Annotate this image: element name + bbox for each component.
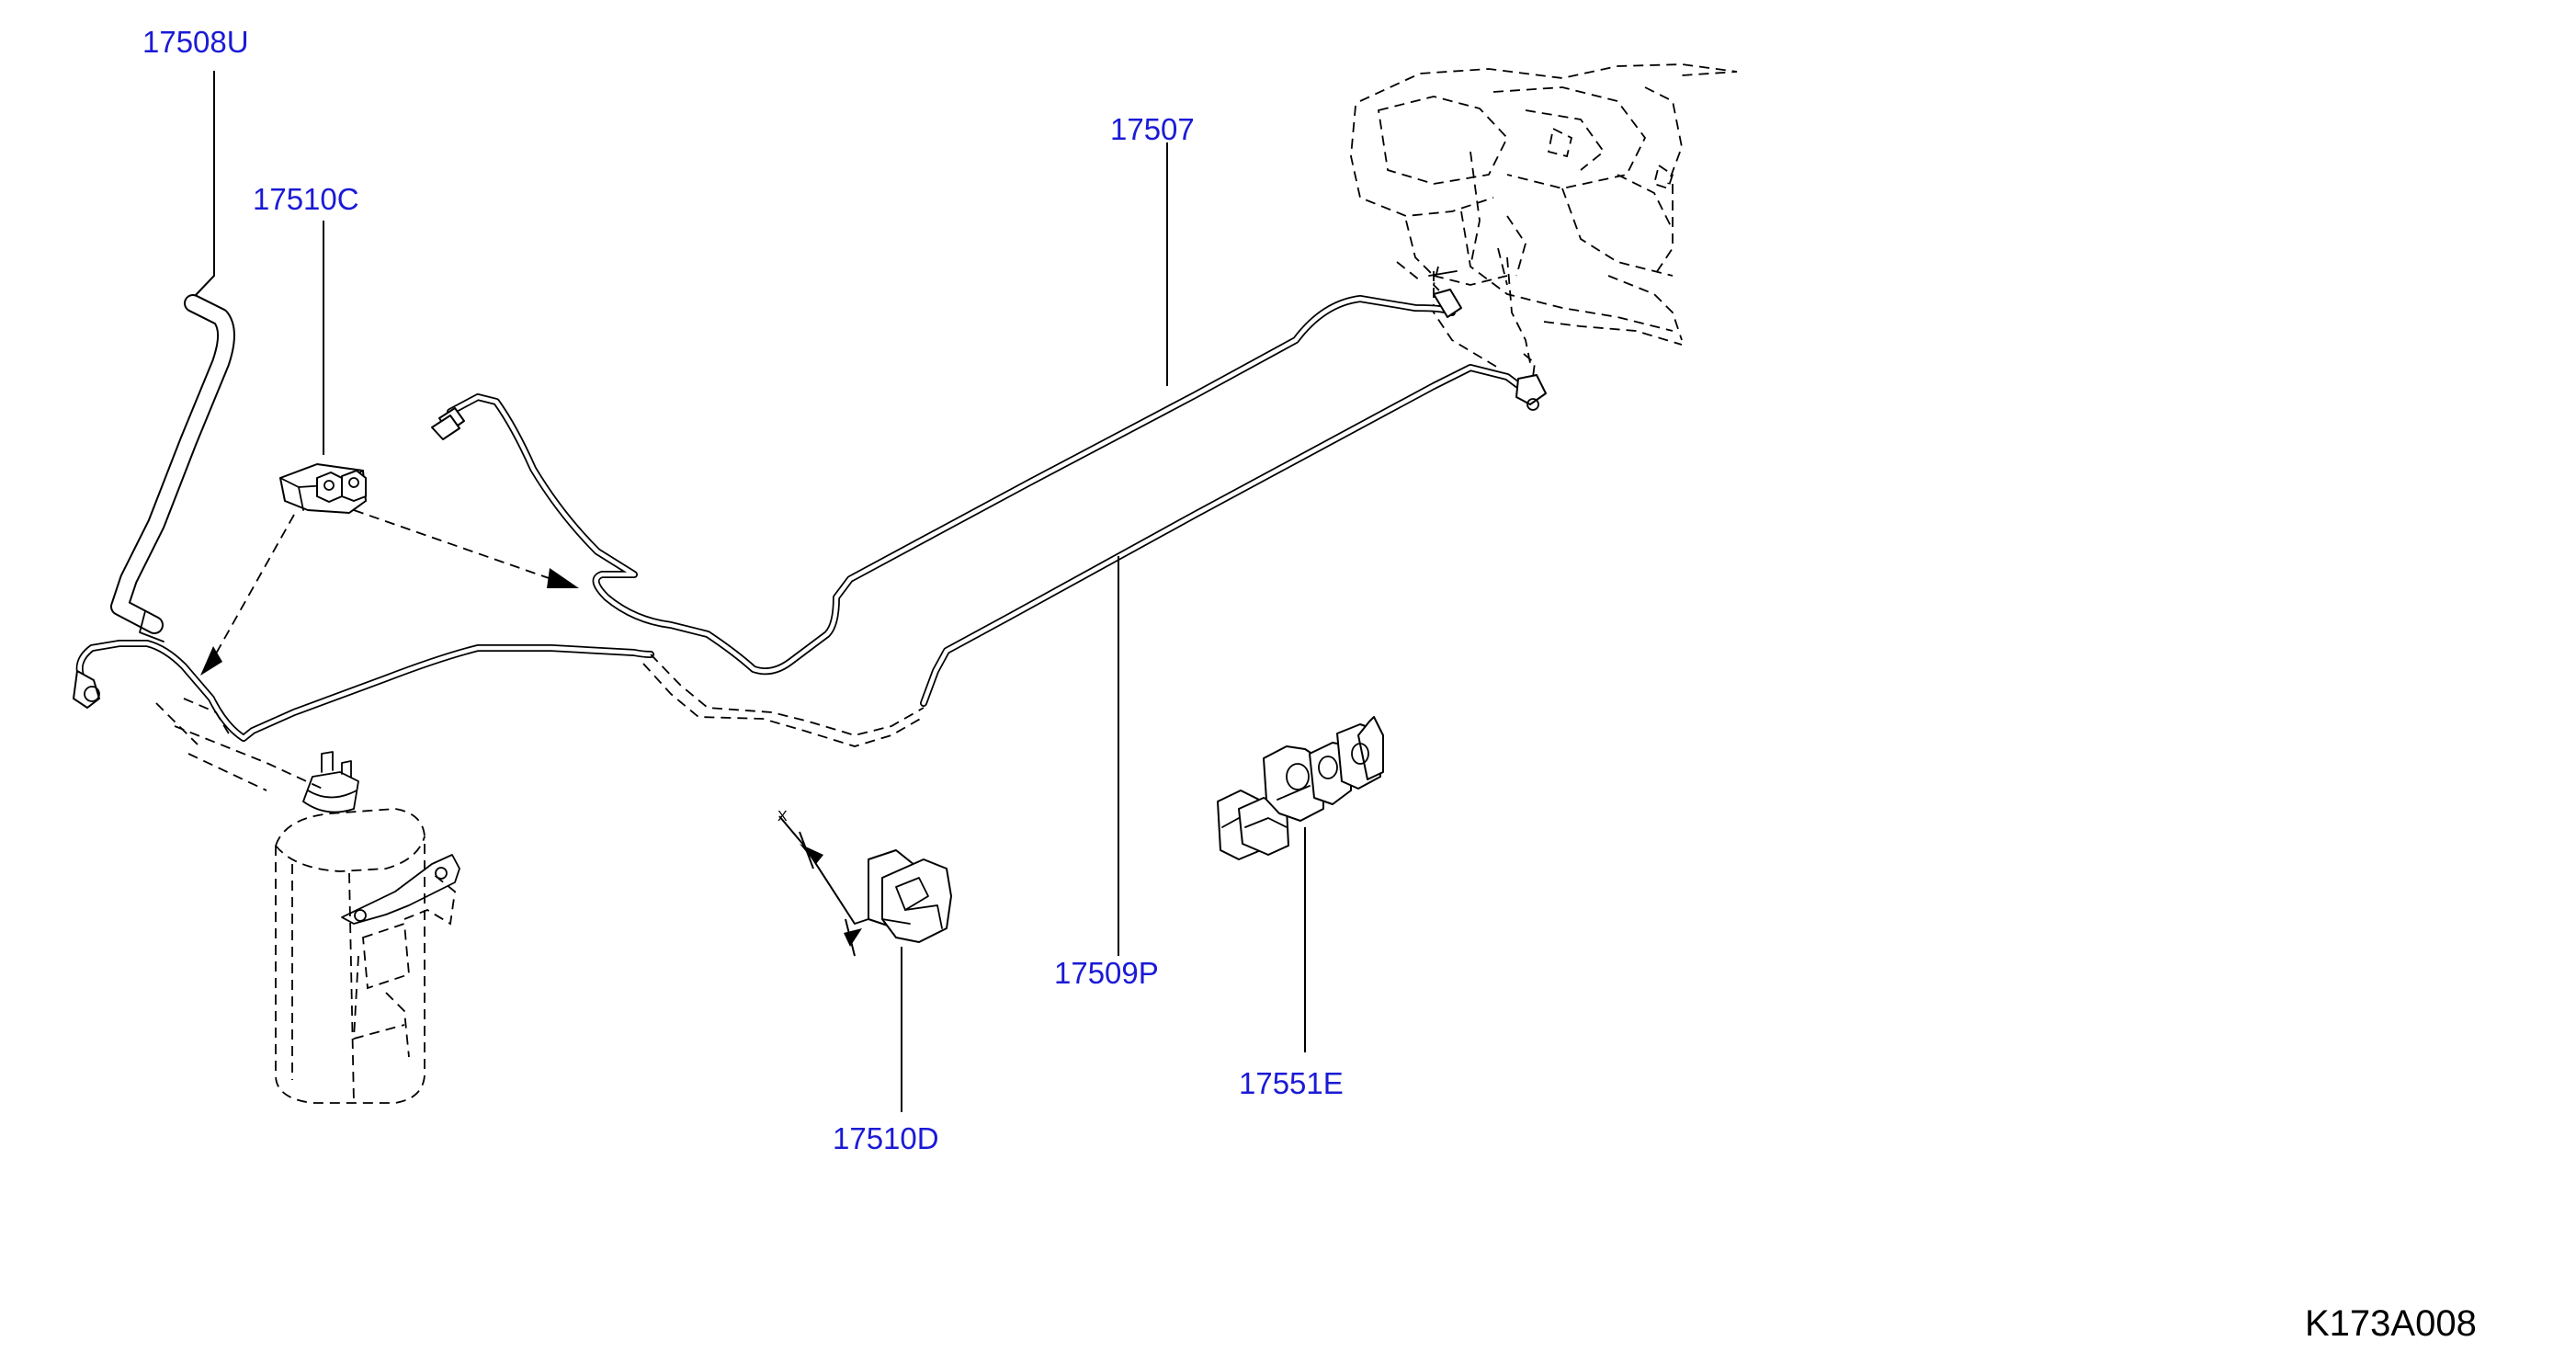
callout-17508U[interactable]: 17508U [142, 25, 249, 59]
callout-17509P[interactable]: 17509P [1054, 956, 1159, 990]
leader-lines [194, 71, 1306, 1112]
dimension-arrow [800, 844, 823, 864]
dimension-arrow [844, 928, 862, 947]
clip-17510D [778, 815, 952, 957]
tube-17509P [73, 364, 1547, 747]
clip-17510C [279, 463, 367, 514]
arrow-head [547, 568, 579, 588]
tube-17507 [431, 289, 1462, 676]
callout-17551E[interactable]: 17551E [1239, 1066, 1344, 1100]
assembly-lines [155, 247, 1508, 791]
evap-canister [275, 751, 460, 1104]
callout-17507[interactable]: 17507 [1110, 112, 1195, 146]
clip-17551E [1217, 716, 1384, 860]
arrow-head [200, 646, 222, 676]
callout-17510D[interactable]: 17510D [833, 1121, 939, 1155]
vent-hose-17508U [110, 294, 235, 642]
dimension-label-x: X [777, 809, 788, 824]
engine-outline-dashed [1350, 63, 1738, 378]
figure-code: K173A008 [2305, 1303, 2477, 1344]
callout-17510C[interactable]: 17510C [253, 182, 359, 216]
